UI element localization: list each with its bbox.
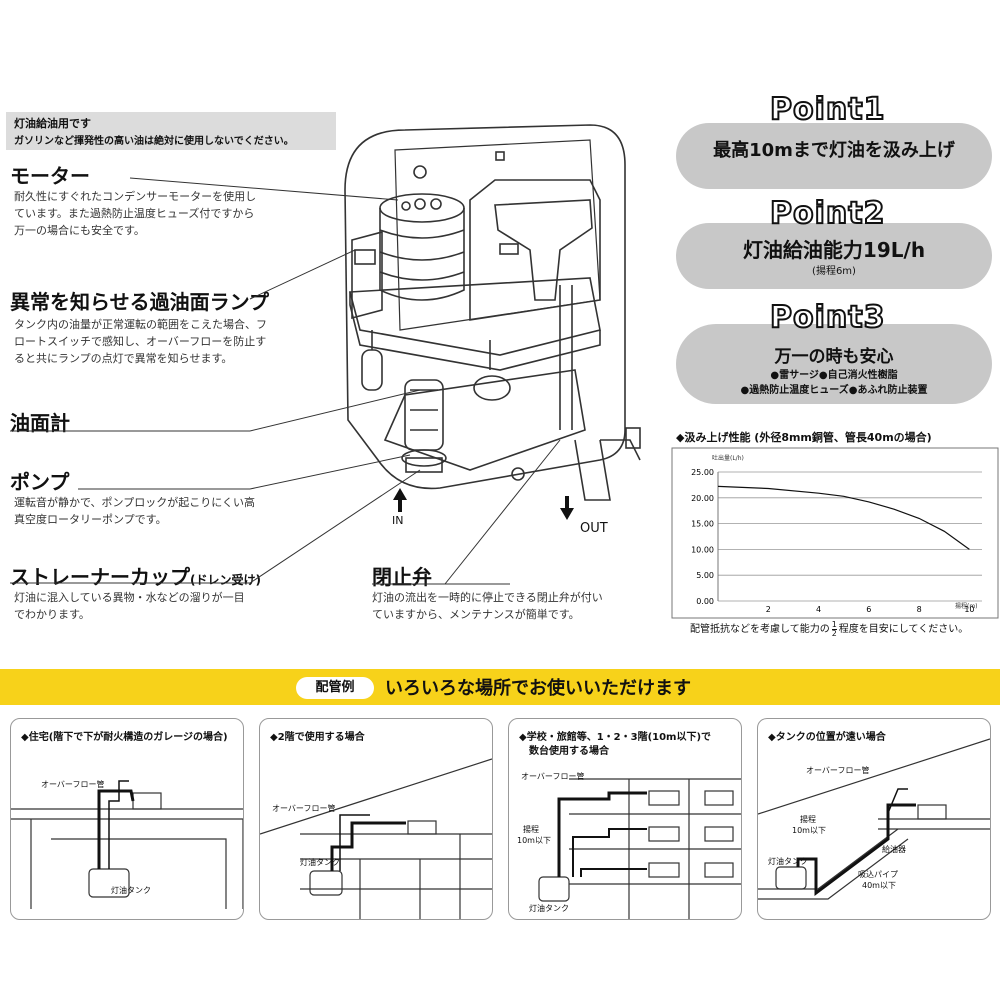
flow-out-label: OUT bbox=[580, 521, 608, 536]
chart-xtick-label: 8 bbox=[917, 605, 922, 614]
example-2-label-overflow: オーバーフロー管 bbox=[272, 804, 336, 813]
point3-text: 万一の時も安心 bbox=[774, 347, 894, 367]
chart-title: ◆汲み上げ性能 (外径8mm銅管、管長40mの場合) bbox=[676, 431, 932, 444]
example-4-illustration bbox=[758, 738, 990, 900]
example-panel-3: ◆学校・旅館等、1・2・3階(10m以下)で数台使用する場合 オーバーフロー管 … bbox=[508, 718, 742, 920]
point3-sub1: ●雷サージ●自己消火性樹脂 bbox=[770, 370, 898, 381]
example-4-label-overflow: オーバーフロー管 bbox=[806, 766, 870, 775]
point1-text: 最高10mまで灯油を汲み上げ bbox=[713, 140, 955, 161]
example-3-illustration bbox=[538, 778, 741, 919]
performance-chart: 吐出量(L/h) 揚程(m) 25.00 20.00 15.00 10.00 5.00 0… bbox=[671, 447, 999, 619]
chart-ylabel: 吐出量(L/h) bbox=[712, 454, 744, 462]
example-panel-2: ◆2階で使用する場合 オーバーフロー管 灯油タンク bbox=[259, 718, 493, 920]
feature-motor-title: モーター bbox=[10, 164, 90, 188]
feature-lamp-title: 異常を知らせる過油面ランプ bbox=[10, 290, 269, 314]
chart-ytick-label: 20.00 bbox=[691, 494, 714, 503]
feature-valve-desc: 灯油の流出を一時的に停止できる閉止弁が付いていますから、メンテナンスが簡単です。 bbox=[372, 591, 603, 621]
chart-xtick-label: 2 bbox=[766, 605, 771, 614]
example-4-label-head: 揚程 bbox=[800, 815, 816, 824]
feature-valve-title: 閉止弁 bbox=[372, 565, 432, 589]
chart-ytick-label: 0.00 bbox=[696, 597, 714, 606]
example-4-label-tank: 灯油タンク bbox=[768, 857, 808, 866]
chart-xtick-label: 6 bbox=[866, 605, 871, 614]
example-panel-4: ◆タンクの位置が遠い場合 オーバーフロー管 揚程 10m以下 給油器 灯油タンク… bbox=[757, 718, 991, 920]
point3-title: Point3 bbox=[769, 299, 886, 336]
warning-line2: ガソリンなど揮発性の高い油は絶対に使用しないでください。 bbox=[14, 136, 294, 147]
chart-ytick-label: 15.00 bbox=[691, 520, 714, 529]
chart-xlabel: 揚程(m) bbox=[955, 602, 978, 610]
example-4-caption: ◆タンクの位置が遠い場合 bbox=[768, 732, 886, 743]
example-2-caption: ◆2階で使用する場合 bbox=[270, 732, 365, 743]
chart-xtick-label: 4 bbox=[816, 605, 821, 614]
point2-text: 灯油給油能力19L/h bbox=[742, 238, 926, 262]
example-1-illustration bbox=[11, 780, 243, 909]
example-3-caption: ◆学校・旅館等、1・2・3階(10m以下)で数台使用する場合 bbox=[519, 732, 712, 757]
point2-sub: (揚程6m) bbox=[812, 266, 856, 277]
chart-ytick-label: 25.00 bbox=[691, 468, 714, 477]
example-4-label-suction: 吸込パイプ bbox=[858, 870, 898, 879]
point3-pill bbox=[676, 324, 992, 404]
feature-strainer-desc: 灯油に混入している異物・水などの溜りが一目でわかります。 bbox=[14, 591, 245, 621]
point1-pill bbox=[676, 123, 992, 189]
feature-motor-desc: 耐久性にすぐれたコンデンサーモーターを使用しています。また過熱防止温度ヒューズ付… bbox=[14, 190, 257, 237]
point3-sub2: ●過熱防止温度ヒューズ●あふれ防止装置 bbox=[740, 385, 928, 396]
feature-pump-desc: 運転音が静かで、ポンプロックが起こりにくい高真空度ロータリーポンプです。 bbox=[14, 496, 256, 526]
point1-title: Point1 bbox=[769, 91, 886, 128]
example-3-label-head-limit: 10m以下 bbox=[517, 836, 551, 845]
example-2-illustration bbox=[260, 758, 492, 919]
piping-examples-band bbox=[0, 669, 1000, 705]
chart-ytick-label: 5.00 bbox=[696, 571, 714, 580]
warning-line1: 灯油給油用です bbox=[14, 117, 91, 130]
example-4-label-suction-limit: 40m以下 bbox=[862, 881, 896, 890]
example-4-label-feeder: 給油器 bbox=[882, 845, 906, 854]
example-4-label-head-limit: 10m以下 bbox=[792, 826, 826, 835]
band-text: いろいろな場所でお使いいただけます bbox=[385, 678, 691, 699]
chart-series-line bbox=[717, 485, 970, 550]
point2-title: Point2 bbox=[769, 195, 886, 232]
point2-pill bbox=[676, 223, 992, 289]
product-illustration bbox=[10, 124, 641, 585]
example-3-label-overflow: オーバーフロー管 bbox=[521, 772, 585, 781]
band-pill: 配管例 bbox=[296, 677, 374, 699]
example-1-caption: ◆住宅(階下で下が耐火構造のガレージの場合) bbox=[21, 732, 228, 743]
example-panel-1: ◆住宅(階下で下が耐火構造のガレージの場合) オーバーフロー管 灯油タンク bbox=[10, 718, 244, 920]
warning-box: 灯油給油用です ガソリンなど揮発性の高い油は絶対に使用しないでください。 bbox=[6, 112, 336, 150]
feature-lamp-desc: タンク内の油量が正常運転の範囲をこえた場合、フロートスイッチで感知し、オーバーフ… bbox=[14, 318, 267, 365]
flow-in-label: IN bbox=[392, 514, 404, 527]
chart-xtick-label: 10 bbox=[964, 605, 974, 614]
feature-pump-title: ポンプ bbox=[10, 470, 70, 494]
example-3-label-head: 揚程 bbox=[523, 825, 539, 834]
example-1-label-overflow: オーバーフロー管 bbox=[41, 780, 105, 789]
chart-frame bbox=[671, 447, 999, 619]
chart-ytick-label: 10.00 bbox=[691, 545, 714, 554]
example-3-label-tank: 灯油タンク bbox=[529, 904, 569, 913]
example-1-label-tank: 灯油タンク bbox=[111, 886, 151, 895]
example-2-label-tank: 灯油タンク bbox=[300, 858, 340, 867]
